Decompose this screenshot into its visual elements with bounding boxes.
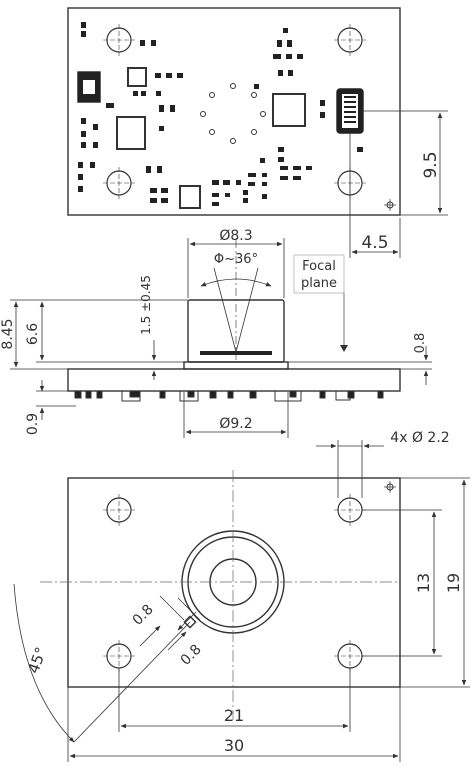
bottom-board-outline bbox=[67, 477, 401, 688]
ic-chip bbox=[127, 67, 147, 87]
dim-fov-label: Φ~36° bbox=[214, 252, 258, 267]
focal-plane-label-1: Focal bbox=[302, 259, 336, 274]
top-board-outline bbox=[67, 7, 401, 216]
sensor-pad-ring bbox=[200, 83, 266, 144]
top-view bbox=[67, 7, 401, 216]
passive-components bbox=[78, 22, 363, 206]
ic-chip bbox=[272, 93, 306, 127]
ic-chip bbox=[116, 116, 146, 150]
bottom-components bbox=[74, 390, 384, 402]
dim-hole-pitch-v-label: 13 bbox=[414, 573, 433, 593]
dim-board-width-label: 30 bbox=[224, 736, 244, 755]
dim-base-diameter-label: Ø9.2 bbox=[219, 416, 252, 432]
dim-arc-angle bbox=[13, 583, 75, 743]
focal-plane-label-2: plane bbox=[301, 276, 337, 291]
dim-offset-a-label: 0.8 bbox=[130, 602, 157, 629]
dim-flange-label: 0.8 bbox=[413, 333, 428, 354]
focal-plane-callout bbox=[293, 254, 345, 294]
top-view-dimensions bbox=[349, 110, 448, 258]
bottom-view bbox=[40, 470, 401, 720]
dim-hole-pitch-h-label: 21 bbox=[224, 706, 244, 725]
dim-offset-label: 4.5 bbox=[361, 233, 388, 253]
bottom-view-dimensions bbox=[13, 440, 470, 762]
side-board bbox=[67, 368, 401, 392]
dim-offset-b-label: 0.8 bbox=[178, 642, 205, 669]
dim-lens-diameter-label: Ø8.3 bbox=[219, 228, 252, 244]
dim-total-height-label: 8.45 bbox=[0, 318, 16, 349]
side-view-dimensions bbox=[10, 238, 432, 438]
dim-board-thickness-label: 0.9 bbox=[25, 413, 41, 435]
fov-arc bbox=[200, 278, 272, 287]
dim-holes-label: 4x Ø 2.2 bbox=[390, 430, 449, 446]
dim-lens-height-label: 1.5 ±0.45 bbox=[139, 275, 153, 335]
dim-board-height-label: 19 bbox=[444, 573, 463, 593]
dim-height-label: 9.5 bbox=[421, 151, 441, 178]
bottom-mounting-holes bbox=[103, 494, 366, 672]
ic-chip bbox=[179, 185, 201, 209]
top-mounting-holes bbox=[103, 24, 366, 199]
dim-angle-label: 45° bbox=[24, 645, 50, 676]
side-view bbox=[67, 240, 401, 402]
dim-lens-body-label: 6.6 bbox=[25, 323, 41, 345]
